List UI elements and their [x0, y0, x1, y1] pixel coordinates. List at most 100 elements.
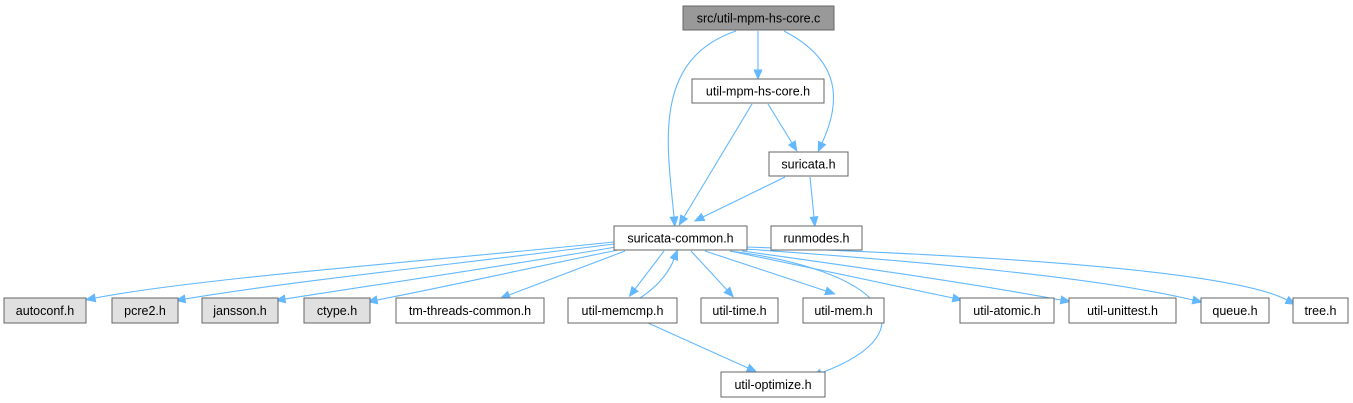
edge-line [667, 30, 737, 218]
edge-common-to-tmthreads [499, 250, 626, 300]
edge-root-to-suricata [783, 30, 835, 153]
edge-line [702, 176, 786, 218]
edge-root-to-common [667, 30, 737, 228]
edge-common-to-mem [704, 250, 836, 296]
edge-arrowhead [824, 286, 836, 296]
edge-common-to-memcmp [628, 250, 665, 298]
node-optimize[interactable]: util-optimize.h [720, 371, 826, 398]
node-label: util-memcmp.h [582, 304, 664, 318]
nodes-layer: src/util-mpm-hs-core.c util-mpm-hs-core.h… [3, 5, 1349, 398]
edge-line [184, 243, 615, 300]
edge-arrowhead [1191, 295, 1204, 305]
node-box [201, 297, 279, 324]
edge-mpmhscoreh-to-common [678, 103, 753, 226]
node-label: ctype.h [317, 304, 357, 318]
node-label: util-mem.h [814, 304, 872, 318]
edge-suricata-to-common [693, 176, 786, 222]
node-label: suricata.h [781, 158, 835, 172]
node-common[interactable]: suricata-common.h [613, 225, 748, 251]
node-mpmhscoreh[interactable]: util-mpm-hs-core.h [691, 78, 825, 104]
edge-arrowhead [693, 212, 706, 222]
node-runmodes[interactable]: runmodes.h [770, 225, 863, 251]
edge-common-to-queue [745, 248, 1204, 305]
node-label: suricata-common.h [627, 232, 733, 246]
node-box [691, 78, 825, 104]
node-memcmp[interactable]: util-memcmp.h [567, 297, 678, 324]
node-label: pcre2.h [124, 304, 166, 318]
node-box [682, 5, 835, 31]
node-box [3, 297, 87, 324]
edge-arrowhead [809, 216, 819, 228]
edge-arrowhead [366, 295, 379, 305]
node-atomic[interactable]: util-atomic.h [959, 297, 1055, 324]
edge-line [745, 246, 1288, 301]
edge-root-to-mpmhscoreh [753, 31, 763, 81]
node-time[interactable]: util-time.h [700, 297, 779, 324]
edge-common-to-autoconf [84, 241, 615, 303]
node-root: src/util-mpm-hs-core.c [682, 5, 835, 31]
edge-mpmhscoreh-to-suricata [767, 103, 798, 152]
edge-arrowhead [628, 285, 639, 298]
edge-line [376, 249, 619, 301]
edge-common-to-jansson [274, 246, 617, 304]
node-tmthreads[interactable]: tm-threads-common.h [395, 297, 545, 324]
node-label: tree.h [1305, 304, 1337, 318]
node-box [770, 225, 863, 251]
node-tree[interactable]: tree.h [1292, 297, 1349, 324]
edge-memcmp-to-optimize [647, 322, 758, 373]
edge-line [704, 250, 827, 292]
edge-line [639, 258, 675, 299]
edge-arrowhead [753, 69, 763, 81]
node-box [567, 297, 678, 324]
node-label: util-unittest.h [1087, 304, 1158, 318]
node-label: src/util-mpm-hs-core.c [697, 12, 821, 26]
edge-common-to-ctype [366, 249, 619, 305]
node-box [1200, 297, 1270, 324]
node-suricata[interactable]: suricata.h [768, 151, 849, 177]
node-box [700, 297, 779, 324]
edge-line [634, 250, 665, 290]
edge-line [783, 30, 835, 144]
node-box [395, 297, 545, 324]
edges-layer [84, 30, 1297, 378]
edge-line [745, 248, 1194, 301]
edge-arrowhead [669, 249, 679, 262]
node-label: tm-threads-common.h [409, 304, 531, 318]
edge-common-to-pcre2 [174, 243, 615, 304]
node-box [768, 151, 849, 177]
node-box [613, 225, 748, 251]
edge-common-to-unittest [741, 250, 1072, 305]
node-box [959, 297, 1055, 324]
edge-line [683, 103, 753, 218]
node-box [720, 371, 826, 398]
node-box [111, 297, 179, 324]
edge-line [94, 241, 615, 299]
node-label: queue.h [1212, 304, 1257, 318]
edge-arrowhead [951, 293, 964, 303]
node-unittest[interactable]: util-unittest.h [1068, 297, 1177, 324]
node-box [1068, 297, 1177, 324]
node-jansson: jansson.h [201, 297, 279, 324]
edge-arrowhead [817, 140, 827, 153]
node-box [802, 297, 885, 324]
edge-line [284, 246, 617, 300]
edge-common-to-time [690, 250, 734, 298]
node-box [303, 297, 371, 324]
node-autoconf: autoconf.h [3, 297, 87, 324]
node-label: autoconf.h [16, 304, 74, 318]
edge-line [767, 103, 793, 144]
node-box [1292, 297, 1349, 324]
edge-line [809, 176, 815, 218]
node-mem[interactable]: util-mem.h [802, 297, 885, 324]
node-pcre2: pcre2.h [111, 297, 179, 324]
node-queue[interactable]: queue.h [1200, 297, 1270, 324]
edge-line [508, 250, 626, 296]
edge-line [741, 250, 1062, 301]
edge-arrowhead [669, 216, 679, 228]
node-label: util-time.h [712, 304, 766, 318]
edge-line [647, 322, 749, 369]
edge-arrowhead [723, 286, 734, 298]
node-ctype: ctype.h [303, 297, 371, 324]
edge-arrowhead [678, 214, 689, 226]
